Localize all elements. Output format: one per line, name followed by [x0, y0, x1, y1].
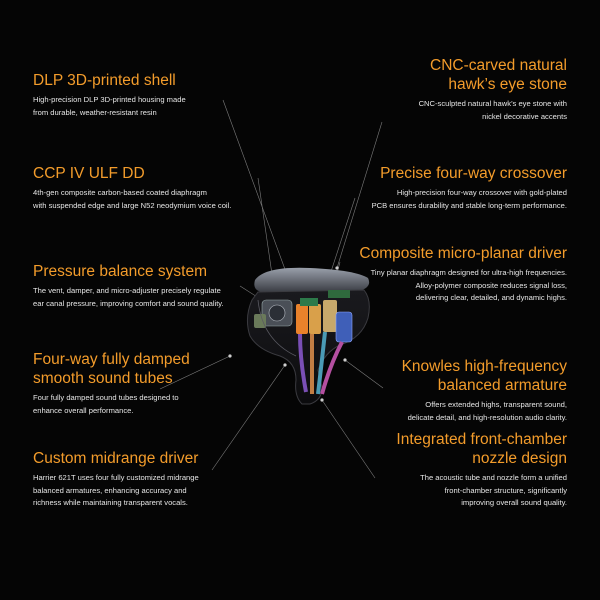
- feature-description: The vent, damper, and micro-adjuster pre…: [33, 286, 224, 308]
- feature-description: Offers extended highs, transparent sound…: [407, 400, 567, 422]
- feature-description: CNC-sculpted natural hawk’s eye stone wi…: [418, 99, 567, 121]
- feature-description: Four fully damped sound tubes designed t…: [33, 393, 179, 415]
- feature-title: Precise four-way crossover: [380, 165, 567, 182]
- feature-crossover: Precise four-way crossover High-precisio…: [307, 164, 567, 212]
- feature-ccp-dynamic-driver: CCP IV ULF DD 4th-gen composite carbon-b…: [33, 164, 293, 212]
- feature-micro-planar-driver: Composite micro-planar driver Tiny plana…: [297, 244, 567, 305]
- feature-title: Composite micro-planar driver: [359, 245, 567, 262]
- feature-dlp-shell: DLP 3D-printed shell High-precision DLP …: [33, 71, 273, 119]
- feature-title: Pressure balance system: [33, 263, 208, 280]
- feature-description: 4th-gen composite carbon-based coated di…: [33, 188, 232, 210]
- feature-description: High-precision DLP 3D-printed housing ma…: [33, 95, 186, 117]
- feature-pressure-balance: Pressure balance system The vent, damper…: [33, 262, 283, 310]
- feature-midrange-driver: Custom midrange driver Harrier 621T uses…: [33, 449, 273, 510]
- feature-title: CCP IV ULF DD: [33, 165, 145, 182]
- feature-title: DLP 3D-printed shell: [33, 72, 176, 89]
- feature-title: Custom midrange driver: [33, 450, 199, 467]
- feature-description: The acoustic tube and nozzle form a unif…: [420, 473, 567, 507]
- feature-description: High-precision four-way crossover with g…: [371, 188, 567, 210]
- feature-description: Harrier 621T uses four fully customized …: [33, 473, 199, 507]
- feature-description: Tiny planar diaphragm designed for ultra…: [370, 268, 567, 302]
